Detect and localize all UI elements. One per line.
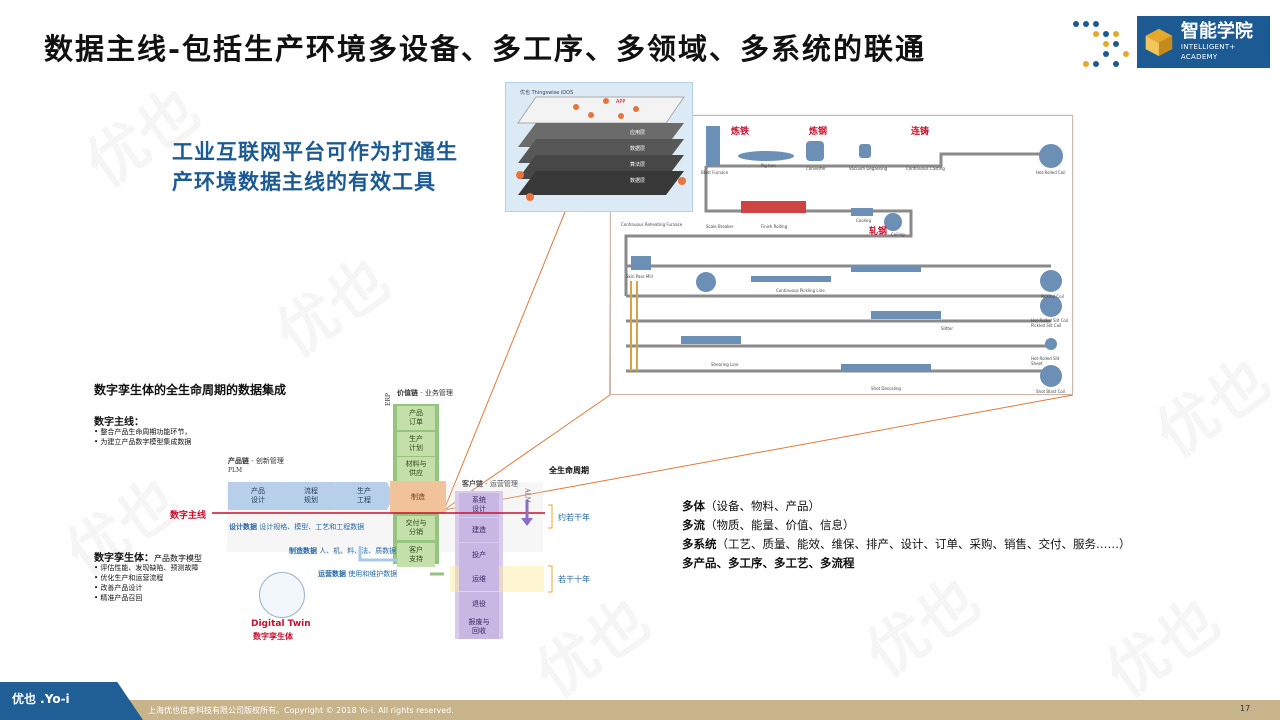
flow-caption: Slitter [941, 326, 954, 331]
manufacturing-data-label: 制造数据 人、机、料、法、质数据 [289, 546, 397, 555]
flow-caption: Shot Blast Coil [1036, 389, 1066, 394]
platform-layer-label: 数据层 [630, 146, 646, 152]
digital-thread-label: 数字主线 [170, 511, 207, 521]
digital-twin-subtitle: 数字孪生体：产品数字模型 [94, 553, 202, 564]
steel-process-diagram: 炼铁 炼钢 连铸 轧钢 Blast Furnace Pig Iron Conve… [610, 115, 1073, 395]
list-item: 改善产品设计 [94, 583, 198, 593]
lifecycle-label: 若干十年 [558, 575, 590, 584]
multi-list: 多体（设备、物料、产品） 多流（物质、能量、价值、信息） 多系统（工艺、质量、能… [682, 497, 1131, 573]
logo-dots-icon [1073, 21, 1129, 67]
digital-twin-zh: 数字孪生体 [253, 631, 293, 641]
manufacturing-box: 制造 [390, 481, 446, 513]
service-chain-step: 建造 [459, 518, 499, 542]
digital-twin-title: 数字孪生体的全生命周期的数据集成 [94, 383, 287, 397]
service-chain-step: 运维 [459, 567, 499, 591]
product-chain-step: 产品 设计 [228, 482, 288, 510]
flow-caption: Continuous Casting [906, 166, 945, 171]
value-chain-step: 产品 订单 [397, 406, 435, 430]
service-chain-label: 客户链 - 运营管理 [462, 479, 518, 488]
list-item: 精准产品召回 [94, 593, 198, 603]
cube-icon [1145, 28, 1173, 57]
list-item: 为建立产品数字模型集成数据 [94, 437, 191, 447]
value-chain-step: 材料与 供应 [397, 457, 435, 481]
service-chain-step: 投产 [459, 543, 499, 567]
platform-layers-diagram: 优也 Thingswise iDOS APP 应用层 数据层 算法层 数据层 [505, 82, 693, 212]
flow-stage-label: 轧钢 [869, 227, 888, 237]
flow-caption: Continuous Reheating Furnace [621, 222, 683, 227]
list-item: 整合产品生命周期功能环节， [94, 427, 191, 437]
flow-caption: Vacuum Degassing [849, 166, 888, 171]
plm-label: PLM [228, 467, 243, 474]
flow-caption: Shot Descaling [871, 386, 901, 391]
flow-caption: Pig Iron [761, 163, 776, 168]
footer-brand: 优也 .Yo-i [12, 692, 70, 706]
flow-caption: Hot-Rolled Slit Coil Pickled Slit Coil [1031, 318, 1069, 328]
erp-label: ERP [384, 393, 392, 406]
flow-caption: Scale Breaker [706, 224, 734, 229]
value-chain-label: 价值链 - 业务管理 [397, 388, 453, 397]
value-chain-step: 交付与 分销 [397, 516, 435, 540]
digital-twin-en: Digital Twin [251, 619, 311, 629]
digital-thread-points: 整合产品生命周期功能环节， 为建立产品数字模型集成数据 [94, 427, 191, 447]
list-item: 评估性能、发现缺陷、预测故障 [94, 563, 198, 573]
footer-copyright: 上海优也信息科技有限公司版权所有。Copyright © 2018 Yo-i. … [148, 706, 454, 715]
footer-brand-block [0, 682, 143, 720]
value-chain-step: 生产 计划 [397, 432, 435, 456]
flow-caption: Hot-Rolled Coil [1036, 170, 1066, 175]
product-chain-label: 产品链 - 创新管理 [228, 456, 284, 465]
lifecycle-title: 全生命周期 [549, 465, 589, 475]
platform-layer-label: 应用层 [630, 130, 646, 136]
platform-label: 优也 Thingswise iDOS [520, 90, 574, 96]
page-number: 17 [1240, 704, 1251, 713]
watermark: 优也 [1093, 584, 1233, 712]
flow-caption: Coiling [891, 232, 905, 237]
list-item: 优化生产和运营流程 [94, 573, 198, 583]
operations-data-label: 运营数据 使用和维护数据 [318, 569, 398, 578]
page-title: 数据主线-包括生产环境多设备、多工序、多领域、多系统的联通 [44, 32, 927, 66]
steel-process-lines [624, 126, 1063, 387]
platform-layer-label: 数据层 [630, 178, 646, 184]
flow-caption: Hot-Rolled Slit Sheet [1031, 356, 1060, 366]
subtitle-line-2: 产环境数据主线的有效工具 [172, 169, 436, 194]
flow-caption: Cooling [856, 218, 871, 223]
digital-twin-points: 评估性能、发现缺陷、预测故障 优化生产和运营流程 改善产品设计 精准产品召回 [94, 563, 198, 603]
service-chain-step: 退役 [459, 592, 499, 616]
layer-stack [516, 96, 686, 201]
flow-caption: Finish Rolling [761, 224, 788, 229]
product-chain-step: 生产 工程 [334, 482, 394, 510]
watermark: 优也 [853, 564, 993, 692]
flow-caption: Pickled Coil [1041, 294, 1064, 299]
flow-caption: Continuous Pickling Line [776, 288, 825, 293]
watermark: 优也 [523, 584, 663, 712]
flow-stage-label: 炼铁 [731, 127, 750, 137]
service-chain-step: 报废与 回收 [459, 615, 499, 639]
list-item: 多系统（工艺、质量、能效、维保、排产、设计、订单、采购、销售、交付、服务……） [682, 537, 1131, 551]
design-data-label: 设计数据 设计规格、模型、工艺和工程数据 [229, 522, 365, 531]
digital-thread-title: 数字主线： [94, 417, 144, 428]
flow-stage-label: 炼钢 [809, 127, 828, 137]
watermark: 优也 [1143, 344, 1280, 472]
brand-logo: 智能学院 INTELLIGENT+ ACADEMY [1137, 16, 1270, 68]
list-item: 多产品、多工序、多工艺、多流程 [682, 556, 855, 570]
logo-sub-text: INTELLIGENT+ ACADEMY [1180, 43, 1236, 61]
lifecycle-label: 约若干年 [558, 513, 590, 522]
digital-twin-icon [259, 572, 305, 618]
flow-caption: Skin Pass Mill [626, 274, 653, 279]
service-chain-step: 系统 设计 [459, 493, 499, 517]
subtitle: 工业互联网平台可作为打通生 产环境数据主线的有效工具 [172, 137, 458, 197]
flow-caption: Blast Furnace [701, 170, 729, 175]
flow-caption: Shearing Line [711, 362, 739, 367]
platform-layer-label: 算法层 [630, 162, 646, 168]
watermark: 优也 [263, 244, 403, 372]
platform-layer-label: APP [616, 99, 626, 105]
logo-main-text: 智能学院 [1180, 21, 1253, 42]
value-chain-step: 客户 支持 [397, 543, 435, 567]
product-chain-step: 流程 规划 [281, 482, 341, 510]
list-item: 多流（物质、能量、价值、信息） [682, 518, 855, 532]
footer-bar [0, 700, 1280, 720]
flow-caption: Converter [806, 166, 826, 171]
flow-stage-label: 连铸 [911, 127, 930, 137]
subtitle-line-1: 工业互联网平台可作为打通生 [172, 139, 458, 164]
list-item: 多体（设备、物料、产品） [682, 499, 820, 513]
